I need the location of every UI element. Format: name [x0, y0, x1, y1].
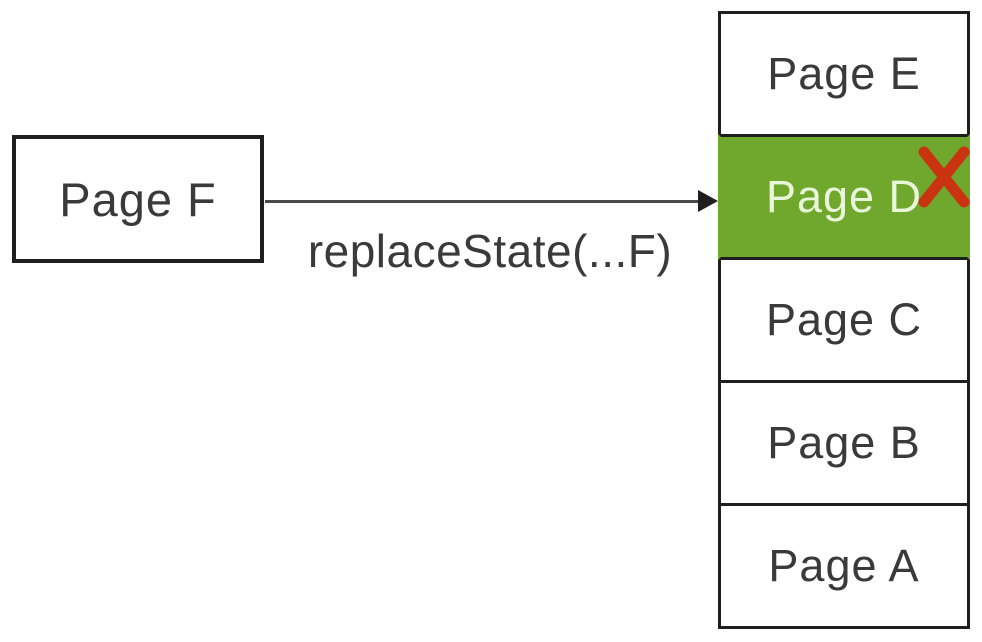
history-entry-page-e: Page E [718, 11, 970, 137]
history-entry-page-d-replaced: Page D [718, 134, 970, 260]
arrow-line [265, 200, 707, 203]
history-entry-page-a: Page A [718, 503, 970, 629]
history-stack: Page E Page D Page C Page B Page A [718, 11, 970, 629]
arrow-head-icon [698, 190, 718, 212]
history-entry-label: Page A [768, 540, 920, 591]
history-entry-label: Page C [765, 294, 923, 345]
cross-out-icon [918, 146, 970, 208]
history-entry-page-b: Page B [718, 380, 970, 506]
history-entry-page-c: Page C [718, 257, 970, 383]
source-page-box: Page F [12, 135, 264, 263]
history-entry-label: Page E [767, 48, 921, 99]
replace-state-arrow-label: replaceState(...F) [307, 225, 673, 277]
history-entry-label: Page D [765, 171, 923, 222]
history-entry-label: Page B [767, 417, 921, 468]
source-page-label: Page F [59, 172, 217, 226]
